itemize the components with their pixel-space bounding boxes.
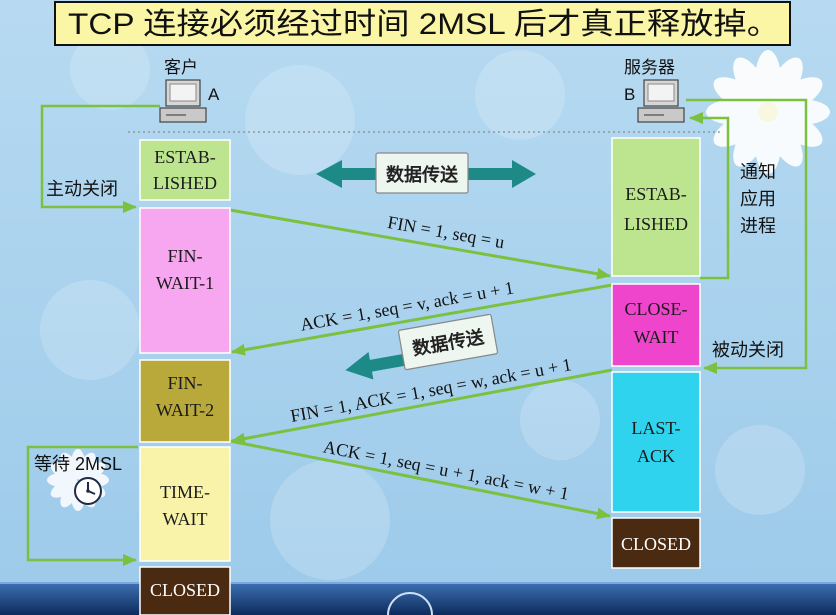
state-label: TIME- bbox=[160, 482, 210, 502]
active-close-connector bbox=[40, 104, 160, 213]
client-state-time-wait: TIME- WAIT bbox=[139, 446, 231, 562]
wait-2msl-label: 等待 2MSL bbox=[34, 454, 122, 474]
data-transfer-box bbox=[397, 313, 499, 371]
state-label: FIN- bbox=[168, 246, 203, 266]
message-arrow-fin bbox=[229, 208, 611, 280]
message-arrow-ack bbox=[231, 283, 613, 356]
client-letter: A bbox=[208, 85, 220, 104]
state-label: ESTAB- bbox=[154, 147, 216, 167]
title-banner: TCP 连接必须经过时间 2MSL 后才真正释放掉。 bbox=[54, 1, 791, 46]
state-label: LISHED bbox=[624, 214, 688, 234]
state-label: WAIT-2 bbox=[156, 400, 214, 420]
server-state-last-ack: LAST- ACK bbox=[611, 371, 701, 513]
client-state-fin-wait-2: FIN- WAIT-2 bbox=[139, 359, 231, 443]
message-arrow-final-ack bbox=[229, 439, 611, 520]
player-control-ring bbox=[387, 592, 433, 615]
client-name: 客户 bbox=[164, 58, 198, 77]
data-transfer-server-to-client: 数据传送 bbox=[345, 313, 499, 380]
wait-2msl-bracket bbox=[26, 445, 138, 566]
server-state-closed: CLOSED bbox=[611, 517, 701, 569]
clock-icon bbox=[74, 477, 102, 505]
player-bar bbox=[0, 582, 836, 615]
state-label: ESTAB- bbox=[625, 184, 687, 204]
state-label: CLOSED bbox=[621, 534, 691, 554]
server-state-close-wait: CLOSE- WAIT bbox=[611, 283, 701, 367]
state-label: WAIT-1 bbox=[156, 273, 214, 293]
state-label: FIN- bbox=[168, 373, 203, 393]
left-arrow-icon bbox=[345, 351, 405, 380]
state-label: LISHED bbox=[153, 173, 217, 193]
notify-app-connector bbox=[689, 112, 730, 280]
state-label: CLOSE- bbox=[625, 299, 688, 319]
active-close-label: 主动关闭 bbox=[46, 179, 118, 199]
data-transfer-box bbox=[375, 152, 469, 194]
notify-app-label-line-2: 应用 bbox=[740, 189, 776, 209]
message-arrow-fin-ack bbox=[231, 368, 613, 445]
title-box bbox=[54, 1, 791, 46]
state-label: LAST- bbox=[631, 418, 680, 438]
notify-app-label-line-3: 进程 bbox=[740, 216, 776, 236]
data-transfer-label: 数据传送 bbox=[386, 164, 459, 185]
background-flower bbox=[706, 50, 830, 174]
state-label: CLOSED bbox=[150, 580, 220, 600]
state-label: WAIT bbox=[634, 327, 679, 347]
client-state-established: ESTAB- LISHED bbox=[139, 139, 231, 201]
page-title: TCP 连接必须经过时间 2MSL 后才真正释放掉。 bbox=[68, 8, 780, 41]
passive-close-label: 被动关闭 bbox=[712, 340, 784, 360]
notify-app-label-line-1: 通知 bbox=[740, 162, 776, 182]
server-state-established: ESTAB- LISHED bbox=[611, 137, 701, 277]
server-host: 服务器 B bbox=[624, 58, 685, 123]
computer-icon bbox=[159, 79, 207, 123]
client-host: 客户 A bbox=[159, 58, 220, 123]
client-state-fin-wait-1: FIN- WAIT-1 bbox=[139, 207, 231, 354]
computer-icon bbox=[637, 79, 685, 123]
state-label: WAIT bbox=[163, 509, 208, 529]
passive-close-connector bbox=[686, 98, 808, 374]
state-label: ACK bbox=[637, 446, 675, 466]
server-name: 服务器 bbox=[624, 58, 675, 77]
server-letter: B bbox=[624, 85, 635, 104]
data-transfer-bidirectional: 数据传送 bbox=[316, 152, 536, 194]
client-state-closed: CLOSED bbox=[139, 566, 231, 615]
background-bubbles bbox=[40, 30, 805, 580]
